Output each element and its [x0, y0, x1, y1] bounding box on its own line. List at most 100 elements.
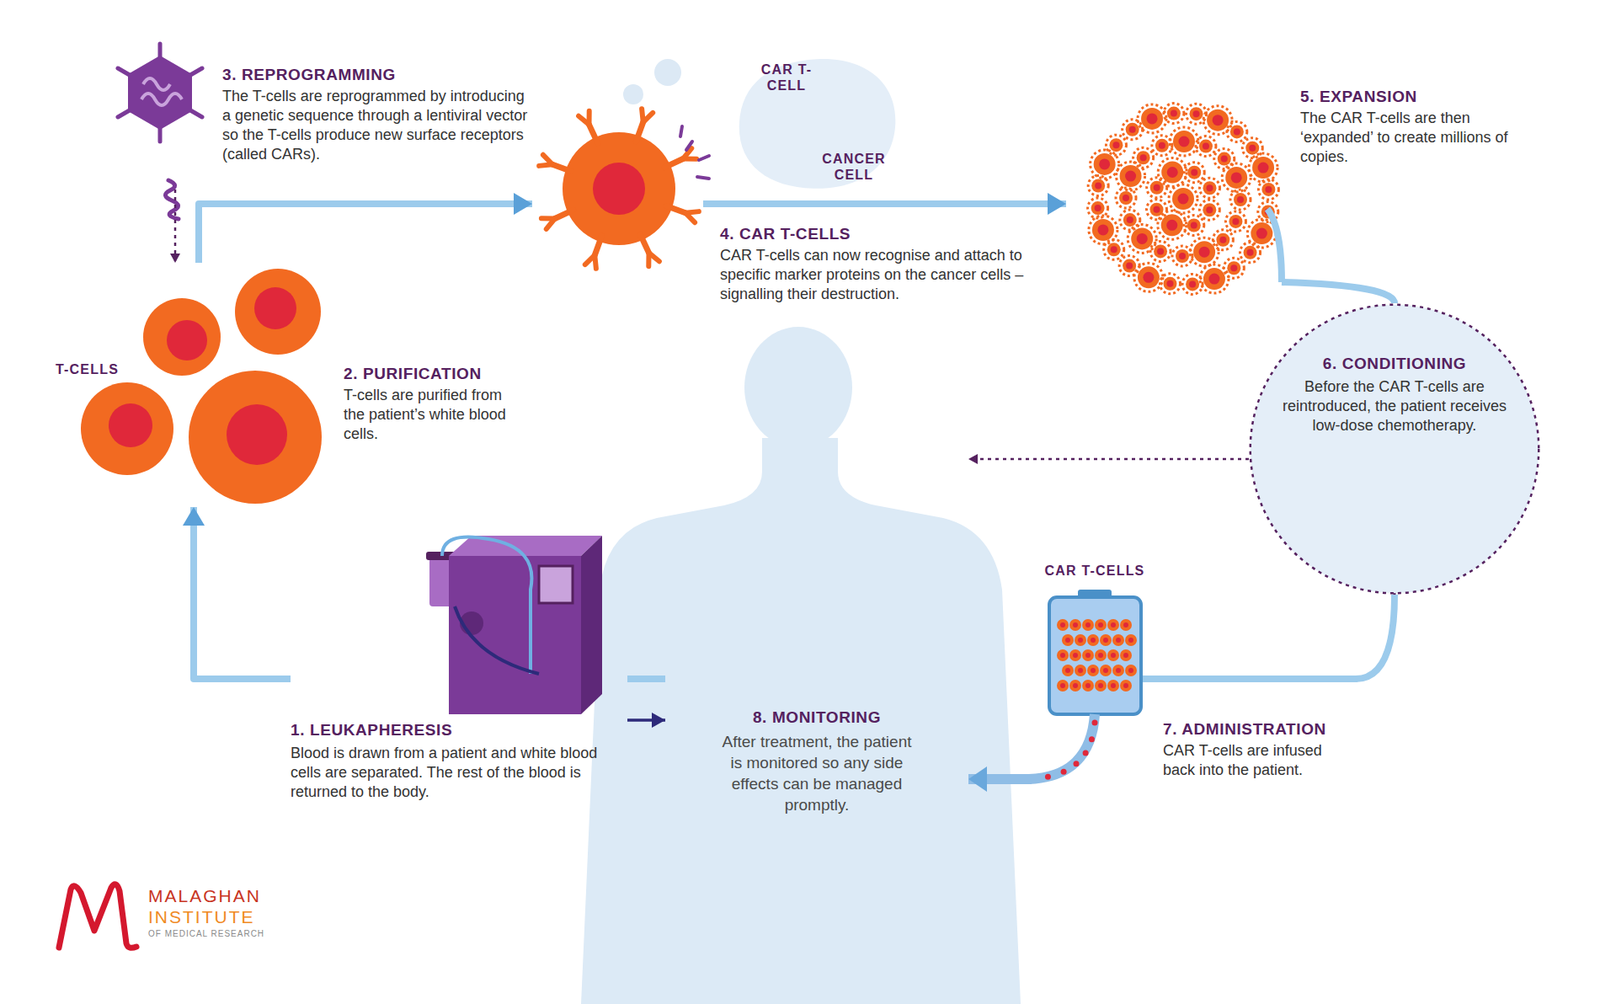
expanded-cells: [1153, 184, 1161, 192]
signal-marks: [697, 176, 710, 179]
step-heading: 8. MONITORING: [720, 707, 914, 728]
expanded-cells: [1162, 277, 1177, 291]
expanded-cells: [1155, 138, 1169, 153]
t-cells: [254, 287, 297, 330]
car-t-cell: [645, 252, 651, 267]
infusion-bag: [1069, 649, 1082, 662]
expanded-cells: [1193, 240, 1216, 263]
step-text: CAR T-cells are infused back into the pa…: [1162, 741, 1353, 780]
infusion-bag: [1098, 622, 1104, 628]
expanded-cells: [1120, 209, 1141, 230]
expanded-cells: [1170, 110, 1178, 118]
infusion-bag: [1074, 664, 1087, 677]
car-t-cell: [554, 209, 574, 219]
car-t-cell: [592, 162, 646, 215]
expanded-cells: [1149, 202, 1163, 217]
car-t-cell: [594, 235, 602, 256]
logo-text: INSTITUTE: [148, 906, 317, 928]
connector-line: [1281, 282, 1395, 304]
t-cells: [108, 403, 153, 448]
infusion-bag: [1094, 618, 1107, 631]
expanded-cells: [1261, 182, 1275, 197]
infusion-bag: [1123, 622, 1129, 628]
infusion-bag: [1110, 682, 1116, 688]
infusion-bag: [1112, 634, 1125, 646]
arrowhead: [651, 712, 666, 728]
connector: [968, 453, 1249, 464]
expanded-cells: [1206, 184, 1214, 192]
infusion-bag: [1077, 667, 1083, 673]
expanded-cells: [1208, 273, 1220, 285]
bubble-dots: [623, 58, 682, 105]
expanded-cells: [1200, 177, 1221, 198]
expanded-cells: [1166, 219, 1178, 231]
lentivirus: [117, 43, 203, 142]
infusion-bag: [1072, 682, 1078, 688]
connector: [1037, 192, 1067, 215]
infusion-bag: [1087, 664, 1099, 677]
expanded-cells: [1158, 142, 1166, 150]
infusion-bag: [1099, 664, 1112, 677]
connector: [627, 678, 666, 680]
infusion-bag: [1125, 634, 1137, 646]
expanded-cells: [1187, 218, 1201, 233]
expanded-cells: [1110, 245, 1118, 253]
infusion-bag: [1061, 664, 1074, 677]
signal-marks: [680, 126, 710, 179]
expanded-cells: [1112, 141, 1120, 149]
infusion-bag: [1045, 773, 1051, 780]
t-cells: [80, 268, 322, 504]
expanded-cells: [1245, 141, 1259, 155]
expanded-cells: [1247, 249, 1254, 256]
expanded-cells: [1107, 242, 1121, 256]
expanded-cells: [1226, 261, 1241, 275]
infusion-bag: [1088, 736, 1095, 742]
step-group: 2. PURIFICATIONT-cells are purified from…: [81, 262, 520, 507]
car-t-cell: [589, 124, 598, 144]
infusion-bag: [1107, 618, 1120, 631]
expanded-cells: [1088, 103, 1280, 295]
expanded-cells: [1088, 197, 1109, 219]
flow-line: [703, 200, 1038, 208]
expanded-cells: [1199, 246, 1211, 258]
expanded-cells: [1140, 154, 1147, 161]
human-body: [744, 326, 853, 448]
infusion-bag: [1092, 720, 1099, 726]
t-cells: [234, 268, 321, 355]
infusion-bag: [1056, 618, 1069, 631]
step-heading: 3. REPROGRAMMING: [222, 64, 530, 86]
expanded-cells: [1133, 147, 1154, 168]
expanded-cells: [1125, 122, 1140, 137]
infusion-bag: [1045, 720, 1099, 780]
leukapheresis-machine: [454, 606, 539, 674]
arrowhead: [182, 506, 205, 526]
expanded-cells: [1130, 227, 1153, 250]
connector-line: [968, 458, 1249, 461]
step-text: CANCER CELL: [810, 150, 898, 183]
car-t-cell: [538, 108, 699, 269]
expanded-cells: [1193, 110, 1200, 118]
expanded-cells: [1122, 259, 1136, 273]
car-t-cell: [541, 215, 555, 221]
step-text: CAR T-cells can now recognise and attach…: [720, 245, 1036, 304]
expanded-cells: [1233, 128, 1241, 135]
expanded-cells: [1248, 144, 1256, 152]
expanded-cells: [1199, 199, 1220, 220]
expanded-cells: [1237, 196, 1244, 203]
expanded-cells: [1105, 134, 1126, 155]
expanded-cells: [1195, 136, 1216, 157]
step-heading: 4. CAR T-CELLS: [720, 224, 1036, 245]
expanded-cells: [1189, 237, 1219, 267]
expanded-cells: [1206, 109, 1229, 132]
t-cells: [188, 370, 322, 504]
expanded-cells: [1173, 130, 1195, 153]
expanded-cells: [1125, 170, 1136, 182]
connector: [1281, 282, 1395, 304]
inset-bubble-outline: [734, 56, 899, 192]
expanded-cells: [1168, 184, 1198, 214]
infusion-bag: [1110, 622, 1116, 628]
expanded-cells: [1161, 213, 1184, 236]
expanded-cells: [1094, 181, 1102, 189]
connector: [627, 712, 666, 728]
